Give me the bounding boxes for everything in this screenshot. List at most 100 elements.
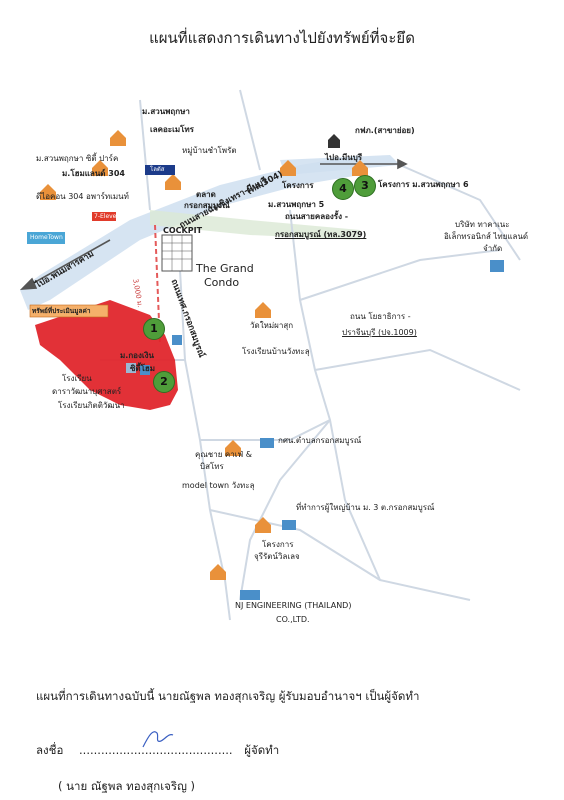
building-icon bbox=[280, 160, 296, 176]
logo-seven: 7-Eleven bbox=[94, 213, 121, 220]
road-tessaban bbox=[179, 269, 231, 621]
signature-stroke bbox=[142, 731, 174, 748]
minor-roads bbox=[100, 89, 521, 621]
sign-label: ลงชื่อ bbox=[36, 743, 64, 757]
place-school-b: ดาราวัฒนาบุศาสตร์ bbox=[52, 387, 122, 396]
route-map: ไปอ.มีนบุรี ไปอ.พนมสารคาม ถนนสายฉะเชิงเท… bbox=[0, 60, 564, 660]
place-school-a: โรงเรียน bbox=[62, 374, 92, 383]
house-icon bbox=[282, 520, 296, 530]
marker-3: 3 bbox=[354, 175, 376, 197]
seven-logo bbox=[92, 212, 116, 221]
place-project-sp6: โครงการ ม.สวนพฤกษา 6 bbox=[378, 180, 469, 189]
place-kong-ngoen: ม.กองเงิน bbox=[120, 351, 154, 360]
road-khlong-rung-band bbox=[150, 210, 360, 240]
building-icon bbox=[225, 440, 241, 456]
road-yothathikan bbox=[289, 209, 381, 581]
house-icon bbox=[240, 590, 260, 600]
place-temple: วัดใหม่ผาสุก bbox=[250, 321, 294, 330]
place-company-1: บริษัท ทาคาเนะ bbox=[455, 220, 510, 229]
place-lake: เลคอะเมโทร bbox=[150, 125, 194, 134]
place-suanphrukksa-city: ม.สวนพฤกษา ซิตี้ ปาร์ค bbox=[36, 154, 119, 163]
house-icon bbox=[260, 438, 274, 448]
signature-role: ผู้จัดทำ bbox=[244, 743, 280, 757]
building-icons bbox=[40, 130, 368, 580]
place-talat-2: กรอกสมบูรณ์ bbox=[184, 201, 230, 210]
place-talat: ตลาด bbox=[196, 190, 216, 199]
building-icon bbox=[352, 160, 368, 176]
marker-4: 4 bbox=[332, 178, 354, 200]
lotus-logo bbox=[145, 165, 175, 175]
marker-1: 1 bbox=[143, 318, 165, 340]
logo-hometown: HomeTown bbox=[30, 234, 63, 241]
road-south-east bbox=[314, 348, 521, 391]
place-nj-1: NJ ENGINEERING (THAILAND) bbox=[235, 601, 352, 610]
place-cafe-2: บิสโทร bbox=[200, 462, 224, 471]
road-network bbox=[19, 89, 521, 621]
place-project: โครงการ bbox=[282, 181, 314, 190]
footer-statement: แผนที่การเดินทางฉบับนี้ นายณัฐพล ทองสุกเ… bbox=[36, 689, 420, 703]
house-icons bbox=[126, 260, 504, 600]
road-cross bbox=[200, 419, 331, 441]
hometown-logo bbox=[27, 232, 65, 244]
place-homeland: ม.โฮมแลนด์ 304 bbox=[62, 169, 125, 178]
building-icon bbox=[255, 302, 271, 318]
marker-2: 2 bbox=[153, 371, 175, 393]
building-icon bbox=[40, 184, 56, 200]
condo-building bbox=[161, 234, 193, 272]
condo-windows bbox=[162, 235, 192, 271]
building-icon bbox=[210, 564, 226, 580]
place-company-3: จำกัด bbox=[483, 244, 503, 253]
place-village-photo: หมู่บ้านชำโพรัต bbox=[182, 146, 237, 155]
place-project-sp5: ม.สวนพฤกษา 5 bbox=[268, 200, 325, 209]
road-lower-loop bbox=[209, 509, 471, 601]
place-kong-ngoen-2: ซิตี้โฮม bbox=[130, 364, 156, 373]
signer-name: ( นาย ณัฐพล ทองสุกเจริญ ) bbox=[58, 779, 196, 793]
building-icon bbox=[165, 174, 181, 190]
place-cafe: คุณชาย คาเฟ่ & bbox=[195, 450, 252, 459]
place-school-c: โรงเรียนกิตติวัฒนา bbox=[58, 401, 125, 410]
place-grand-condo-2: Condo bbox=[204, 276, 240, 289]
signature-area: ........................................… bbox=[79, 731, 236, 757]
appraisal-area bbox=[35, 300, 178, 410]
place-suanphrukksa-top: ม.สวนพฤกษา bbox=[142, 107, 190, 116]
page-title: แผนที่แสดงการเดินทางไปยังทรัพย์ที่จะยึด bbox=[149, 29, 415, 47]
place-company-2: อิเล็กทรอนิกส์ ไทยแลนด์ bbox=[444, 232, 529, 241]
arrow-phanat-head bbox=[19, 277, 38, 290]
appraisal-label-box bbox=[29, 304, 109, 318]
house-icon bbox=[172, 335, 182, 345]
place-project-b2: จุรีรัตน์วิลเลจ bbox=[254, 552, 300, 561]
house-icon bbox=[490, 260, 504, 272]
arrow-minburi-head bbox=[397, 158, 408, 170]
highway-304-east bbox=[280, 155, 400, 175]
place-appraisal: ทรัพย์ที่ประเมินมูลค่า bbox=[32, 307, 91, 315]
road-label-yothathikan: ถนน โยธาธิการ - bbox=[350, 312, 411, 321]
house-icon bbox=[140, 365, 150, 375]
road-south bbox=[239, 419, 331, 601]
road-far-east bbox=[399, 164, 521, 261]
place-village-head: ที่ทำการผู้ใหญ่บ้าน ม. 3 ต.กรอกสมบูรณ์ bbox=[296, 503, 435, 512]
place-grand-condo: The Grand bbox=[196, 262, 254, 275]
place-model-town: model town วังทะลุ bbox=[182, 481, 255, 490]
place-gfp: กฟภ.(สาขาย่อย) bbox=[355, 126, 415, 135]
place-project-b: โครงการ bbox=[262, 540, 294, 549]
building-icon bbox=[92, 160, 108, 176]
place-nj-2: CO.,LTD. bbox=[276, 615, 310, 624]
arrow-phanat-shaft bbox=[29, 239, 111, 286]
signature-scribble bbox=[142, 731, 174, 748]
place-d-condo: ดีไอคอน 304 อพาร์ทเมนท์ bbox=[36, 192, 129, 201]
logo-lotus: โลตัส bbox=[150, 166, 165, 173]
place-school-temple: โรงเรียนบ้านวังทะลุ bbox=[242, 347, 310, 356]
building-icon bbox=[255, 517, 271, 533]
road-east-branch bbox=[299, 249, 501, 301]
direction-arrows bbox=[19, 158, 408, 290]
government-icon bbox=[328, 134, 340, 148]
arrow-label-minburi: ไปอ.มีนบุรี bbox=[325, 153, 363, 162]
road-label-yothathikan-2: ปราจีนบุรี (ปจ.1009) bbox=[342, 328, 417, 337]
road-north-2 bbox=[239, 89, 261, 171]
building-icon bbox=[110, 130, 126, 146]
road-label-khlong-rung-2: กรอกสมบูรณ์ (ทล.3079) bbox=[275, 230, 367, 239]
road-north bbox=[139, 99, 151, 211]
place-cockpit: COCKPIT bbox=[163, 226, 203, 235]
signature-line: ลงชื่อ .................................… bbox=[36, 731, 280, 760]
